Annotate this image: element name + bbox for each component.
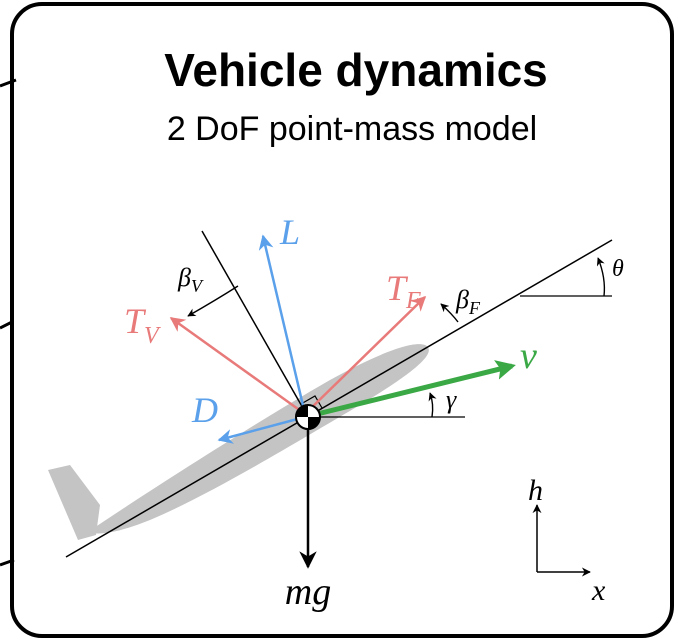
- body-normal-line: [201, 230, 309, 418]
- thrust-vertical-main: T: [124, 301, 147, 341]
- thrust-forward-main: T: [386, 268, 409, 308]
- thrust-vertical-vector: [169, 316, 306, 416]
- subtitle: 2 DoF point-mass model: [167, 110, 537, 148]
- gamma-arc: [428, 392, 437, 418]
- weight-label: mg: [285, 571, 331, 613]
- velocity-label: v: [520, 335, 537, 377]
- lift-vector: [258, 234, 307, 415]
- drag-vector: [217, 415, 306, 444]
- axis-h-label: h: [528, 474, 543, 507]
- axis-x-label: x: [591, 574, 606, 607]
- beta-v-label: βV: [177, 263, 204, 296]
- body-axis-line: [65, 239, 613, 558]
- thrust-vertical-sub: V: [144, 323, 161, 349]
- thrust-forward-sub: F: [405, 288, 421, 314]
- beta-v-arc: [187, 285, 239, 317]
- frame-box: [10, 2, 674, 638]
- beta-f-main: β: [455, 285, 469, 314]
- beta-v-sub: V: [191, 276, 204, 296]
- beta-f-label: βF: [455, 285, 481, 318]
- thrust-forward-label: TF: [386, 268, 421, 314]
- aircraft-silhouette: [48, 344, 429, 540]
- theta-arc: [596, 257, 606, 297]
- drag-label: D: [191, 390, 218, 430]
- beta-f-arc: [440, 303, 459, 323]
- right-angle-marker: [300, 395, 323, 409]
- beta-v-main: β: [177, 263, 191, 292]
- center-of-gravity-icon: [295, 404, 321, 430]
- beta-f-sub: F: [468, 298, 481, 318]
- title: Vehicle dynamics: [164, 44, 548, 96]
- thrust-forward-vector: [304, 295, 427, 415]
- gamma-label: γ: [446, 385, 457, 414]
- aircraft-tail: [48, 465, 100, 540]
- velocity-vector: [304, 360, 516, 420]
- thrust-vertical-label: TV: [124, 301, 161, 349]
- lift-label: L: [279, 212, 300, 252]
- aircraft-fuselage: [88, 344, 429, 534]
- theta-label: θ: [612, 256, 624, 282]
- connector-line-middle: [0, 320, 13, 330]
